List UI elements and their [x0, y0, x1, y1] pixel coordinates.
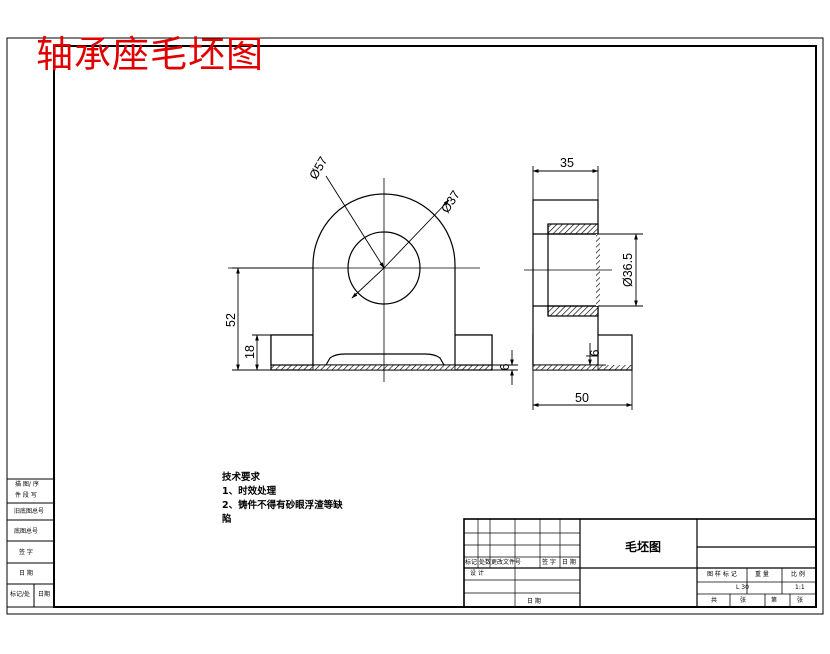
tb-col-sign: 签 字: [542, 559, 556, 566]
tb-scale-label: 比 例: [791, 571, 805, 578]
sheet-borders: [6, 37, 824, 615]
front-dimensions: [232, 267, 518, 385]
front-bottom-slot: [325, 353, 445, 366]
dim-inner-diameter: Ø37: [438, 188, 463, 215]
side-view: [532, 199, 633, 371]
front-view: [270, 193, 493, 371]
drawing-title: 轴承座毛坯图: [36, 33, 264, 76]
tb-stage-mark: 图 样 标 记: [707, 571, 737, 578]
dim-base-height: 18: [243, 345, 257, 359]
tb-sheet-unit: 张: [797, 597, 804, 604]
tb-col-mark: 标记: [465, 559, 478, 566]
front-wing-right: [451, 334, 493, 366]
front-wing-left: [270, 334, 314, 366]
tech-req-line1: 1、时效处理: [222, 486, 277, 497]
stamp-row-7b: 日期: [38, 591, 51, 598]
side-bore-bottom-wall: [547, 305, 599, 317]
stamp-row-4: 底图总号: [14, 528, 39, 535]
stamp-row-1: 描 图/ 序: [15, 481, 39, 488]
stamp-row-6: 日 期: [19, 570, 33, 577]
tech-req-line3: 陷: [222, 514, 232, 525]
tb-sheet-total: 共: [711, 597, 718, 604]
tb-scale-value: 1:1: [795, 584, 805, 591]
dim-side-base-thickness: 6: [588, 349, 602, 356]
stamp-row-7a: 标记/处: [10, 591, 31, 598]
stamp-row-2: 件 段 写: [15, 492, 37, 499]
dim-side-top-width: 35: [560, 156, 574, 170]
tb-sheet-no: 第: [771, 597, 778, 604]
dim-total-height: 52: [224, 313, 238, 327]
dim-side-total-width: 50: [575, 391, 589, 405]
stamp-row-5: 签 字: [19, 549, 33, 556]
tech-req-line2: 2、铸件不得有砂眼浮渣等缺: [222, 500, 343, 511]
tb-stage-value: L 30: [736, 584, 749, 591]
front-diameter-leaders: [325, 175, 450, 299]
tb-design: 设 计: [470, 570, 484, 577]
dim-side-bore-diameter: Ø36.5: [621, 253, 635, 287]
tb-col-docno: 更改文件号: [491, 559, 522, 566]
side-dimensions: [532, 166, 643, 410]
stamp-row-3: 旧底图总号: [14, 508, 45, 515]
tb-col-count: 处数: [479, 559, 492, 566]
title-block-grid: [463, 518, 817, 608]
tb-col-date: 日 期: [562, 559, 576, 566]
tb-approve-date: 日 期: [527, 598, 541, 605]
left-stamp-grid: [6, 478, 55, 608]
title-block-drawing-name: 毛坯图: [625, 540, 662, 554]
side-bore-top-wall: [547, 223, 599, 235]
tech-req-heading: 技术要求: [222, 472, 261, 483]
dim-front-base-thickness: 6: [498, 363, 512, 370]
tb-weight-label: 重 量: [755, 571, 769, 578]
tb-sheet-label: 张: [740, 597, 747, 604]
